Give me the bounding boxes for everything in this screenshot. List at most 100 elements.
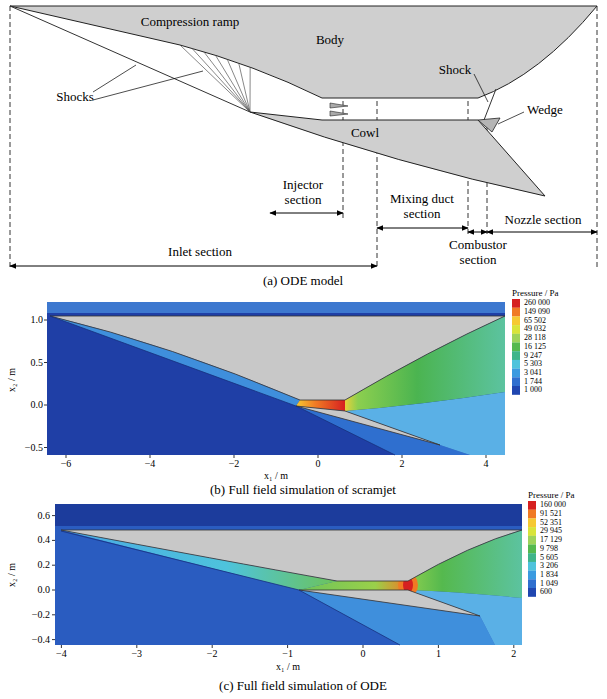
axis-tick xyxy=(52,565,55,566)
colorbar-value: 9 247 xyxy=(524,352,542,360)
axis-tick-label: −0.4 xyxy=(32,634,50,646)
leader-line xyxy=(93,65,136,92)
section-boundary xyxy=(597,6,598,270)
leader-line xyxy=(93,71,203,100)
cowl-shape xyxy=(296,406,440,445)
axis-tick-label: −0.2 xyxy=(32,609,50,621)
colorbar-band xyxy=(512,325,520,334)
axis-tick xyxy=(61,645,62,648)
axis-tick xyxy=(212,645,213,648)
axis-tick xyxy=(150,455,151,458)
axis-tick xyxy=(52,515,55,516)
colorbar-band xyxy=(512,299,520,308)
axis-tick xyxy=(318,455,319,458)
section-arrow xyxy=(377,228,468,229)
colorbar-band xyxy=(528,536,536,545)
combustor-flow xyxy=(299,581,408,590)
ode-pressure-field xyxy=(52,501,536,648)
colorbar-band xyxy=(528,510,536,519)
vehicle-body xyxy=(50,316,505,400)
part-label: Wedge xyxy=(527,103,563,118)
shock-line xyxy=(484,89,496,120)
ode-model-schematic xyxy=(10,6,597,270)
colorbar-value: 5 605 xyxy=(540,554,558,562)
boundary-band xyxy=(55,504,522,526)
axis-tick xyxy=(52,614,55,615)
section-boundary xyxy=(10,6,11,270)
section-arrow xyxy=(270,213,343,214)
compression-wave xyxy=(180,45,250,112)
axis-title: x₂ / m xyxy=(6,563,18,587)
axis-tick-label: −0.5 xyxy=(25,442,43,454)
colorbar-title: Pressure / Pa xyxy=(528,491,575,500)
colorbar-band xyxy=(528,545,536,554)
axis-tick-label: −6 xyxy=(61,458,72,470)
colorbar-value: 1 744 xyxy=(524,378,542,386)
compression-wave xyxy=(250,67,251,112)
panel-caption: (c) Full field simulation of ODE xyxy=(219,679,387,694)
colorbar-band xyxy=(528,553,536,562)
panel-caption: (b) Full field simulation of scramjet xyxy=(210,483,396,498)
axis-tick xyxy=(136,645,137,648)
colorbar-value: 28 118 xyxy=(524,334,546,342)
colorbar-band xyxy=(512,351,520,360)
freestream-region xyxy=(55,504,522,645)
colorbar-value: 52 351 xyxy=(540,519,562,527)
axis-title: x₁ / m xyxy=(276,661,300,673)
colorbar-value: 65 502 xyxy=(524,317,546,325)
colorbar-value: 260 000 xyxy=(524,299,550,307)
axis-tick xyxy=(44,405,47,406)
colorbar-band xyxy=(528,501,536,510)
axis-tick-label: −2 xyxy=(207,648,218,660)
axis-tick-label: −2 xyxy=(229,458,240,470)
shock-line xyxy=(299,590,400,645)
colorbar-band xyxy=(512,369,520,378)
axis-tick-label: 0 xyxy=(361,648,366,660)
axis-tick xyxy=(287,645,288,648)
part-label: Body xyxy=(316,33,344,48)
shock-line xyxy=(61,531,299,590)
compression-wave xyxy=(239,63,250,112)
vehicle-body xyxy=(10,6,597,98)
colorbar-value: 9 798 xyxy=(540,545,558,553)
axis-tick-label: −3 xyxy=(131,648,142,660)
shock-line xyxy=(50,316,296,406)
colorbar-band xyxy=(528,527,536,536)
part-label: Compression ramp xyxy=(141,15,240,30)
injector-strut xyxy=(330,103,348,108)
colorbar-band xyxy=(512,343,520,352)
axis-tick-label: 1 xyxy=(436,648,441,660)
section-label: Mixing duct section xyxy=(379,192,465,222)
section-label: Injector section xyxy=(269,178,337,208)
axis-tick xyxy=(513,645,514,648)
part-label: Cowl xyxy=(351,126,379,141)
colorbar-value: 17 129 xyxy=(540,536,562,544)
axis-tick-label: 2 xyxy=(511,648,516,660)
axis-tick-label: 1.0 xyxy=(31,314,44,326)
boundary-band xyxy=(47,302,505,313)
section-boundary xyxy=(377,85,378,268)
axis-tick-label: 0.0 xyxy=(38,584,51,596)
colorbar-value: 1 049 xyxy=(540,580,558,588)
section-label: Inlet section xyxy=(168,245,232,260)
colorbar-value: 5 303 xyxy=(524,360,542,368)
axis-tick-label: 0.6 xyxy=(38,510,51,522)
colorbar-band xyxy=(528,518,536,527)
leader-line xyxy=(498,112,524,124)
axis-tick-label: 4 xyxy=(484,458,489,470)
colorbar-value: 149 090 xyxy=(524,308,550,316)
axis-tick-label: 2 xyxy=(400,458,405,470)
axis-tick-label: −4 xyxy=(145,458,156,470)
axis-tick-label: 0.5 xyxy=(31,357,44,369)
axis-tick-label: −4 xyxy=(56,648,67,660)
colorbar-band xyxy=(528,588,536,597)
section-arrow xyxy=(10,266,377,267)
section-arrow xyxy=(468,232,487,233)
axis-tick xyxy=(486,455,487,458)
colorbar-value: 160 000 xyxy=(540,501,566,509)
cowl-shape xyxy=(299,590,480,616)
axis-tick xyxy=(44,320,47,321)
axis-tick-label: 0 xyxy=(316,458,321,470)
